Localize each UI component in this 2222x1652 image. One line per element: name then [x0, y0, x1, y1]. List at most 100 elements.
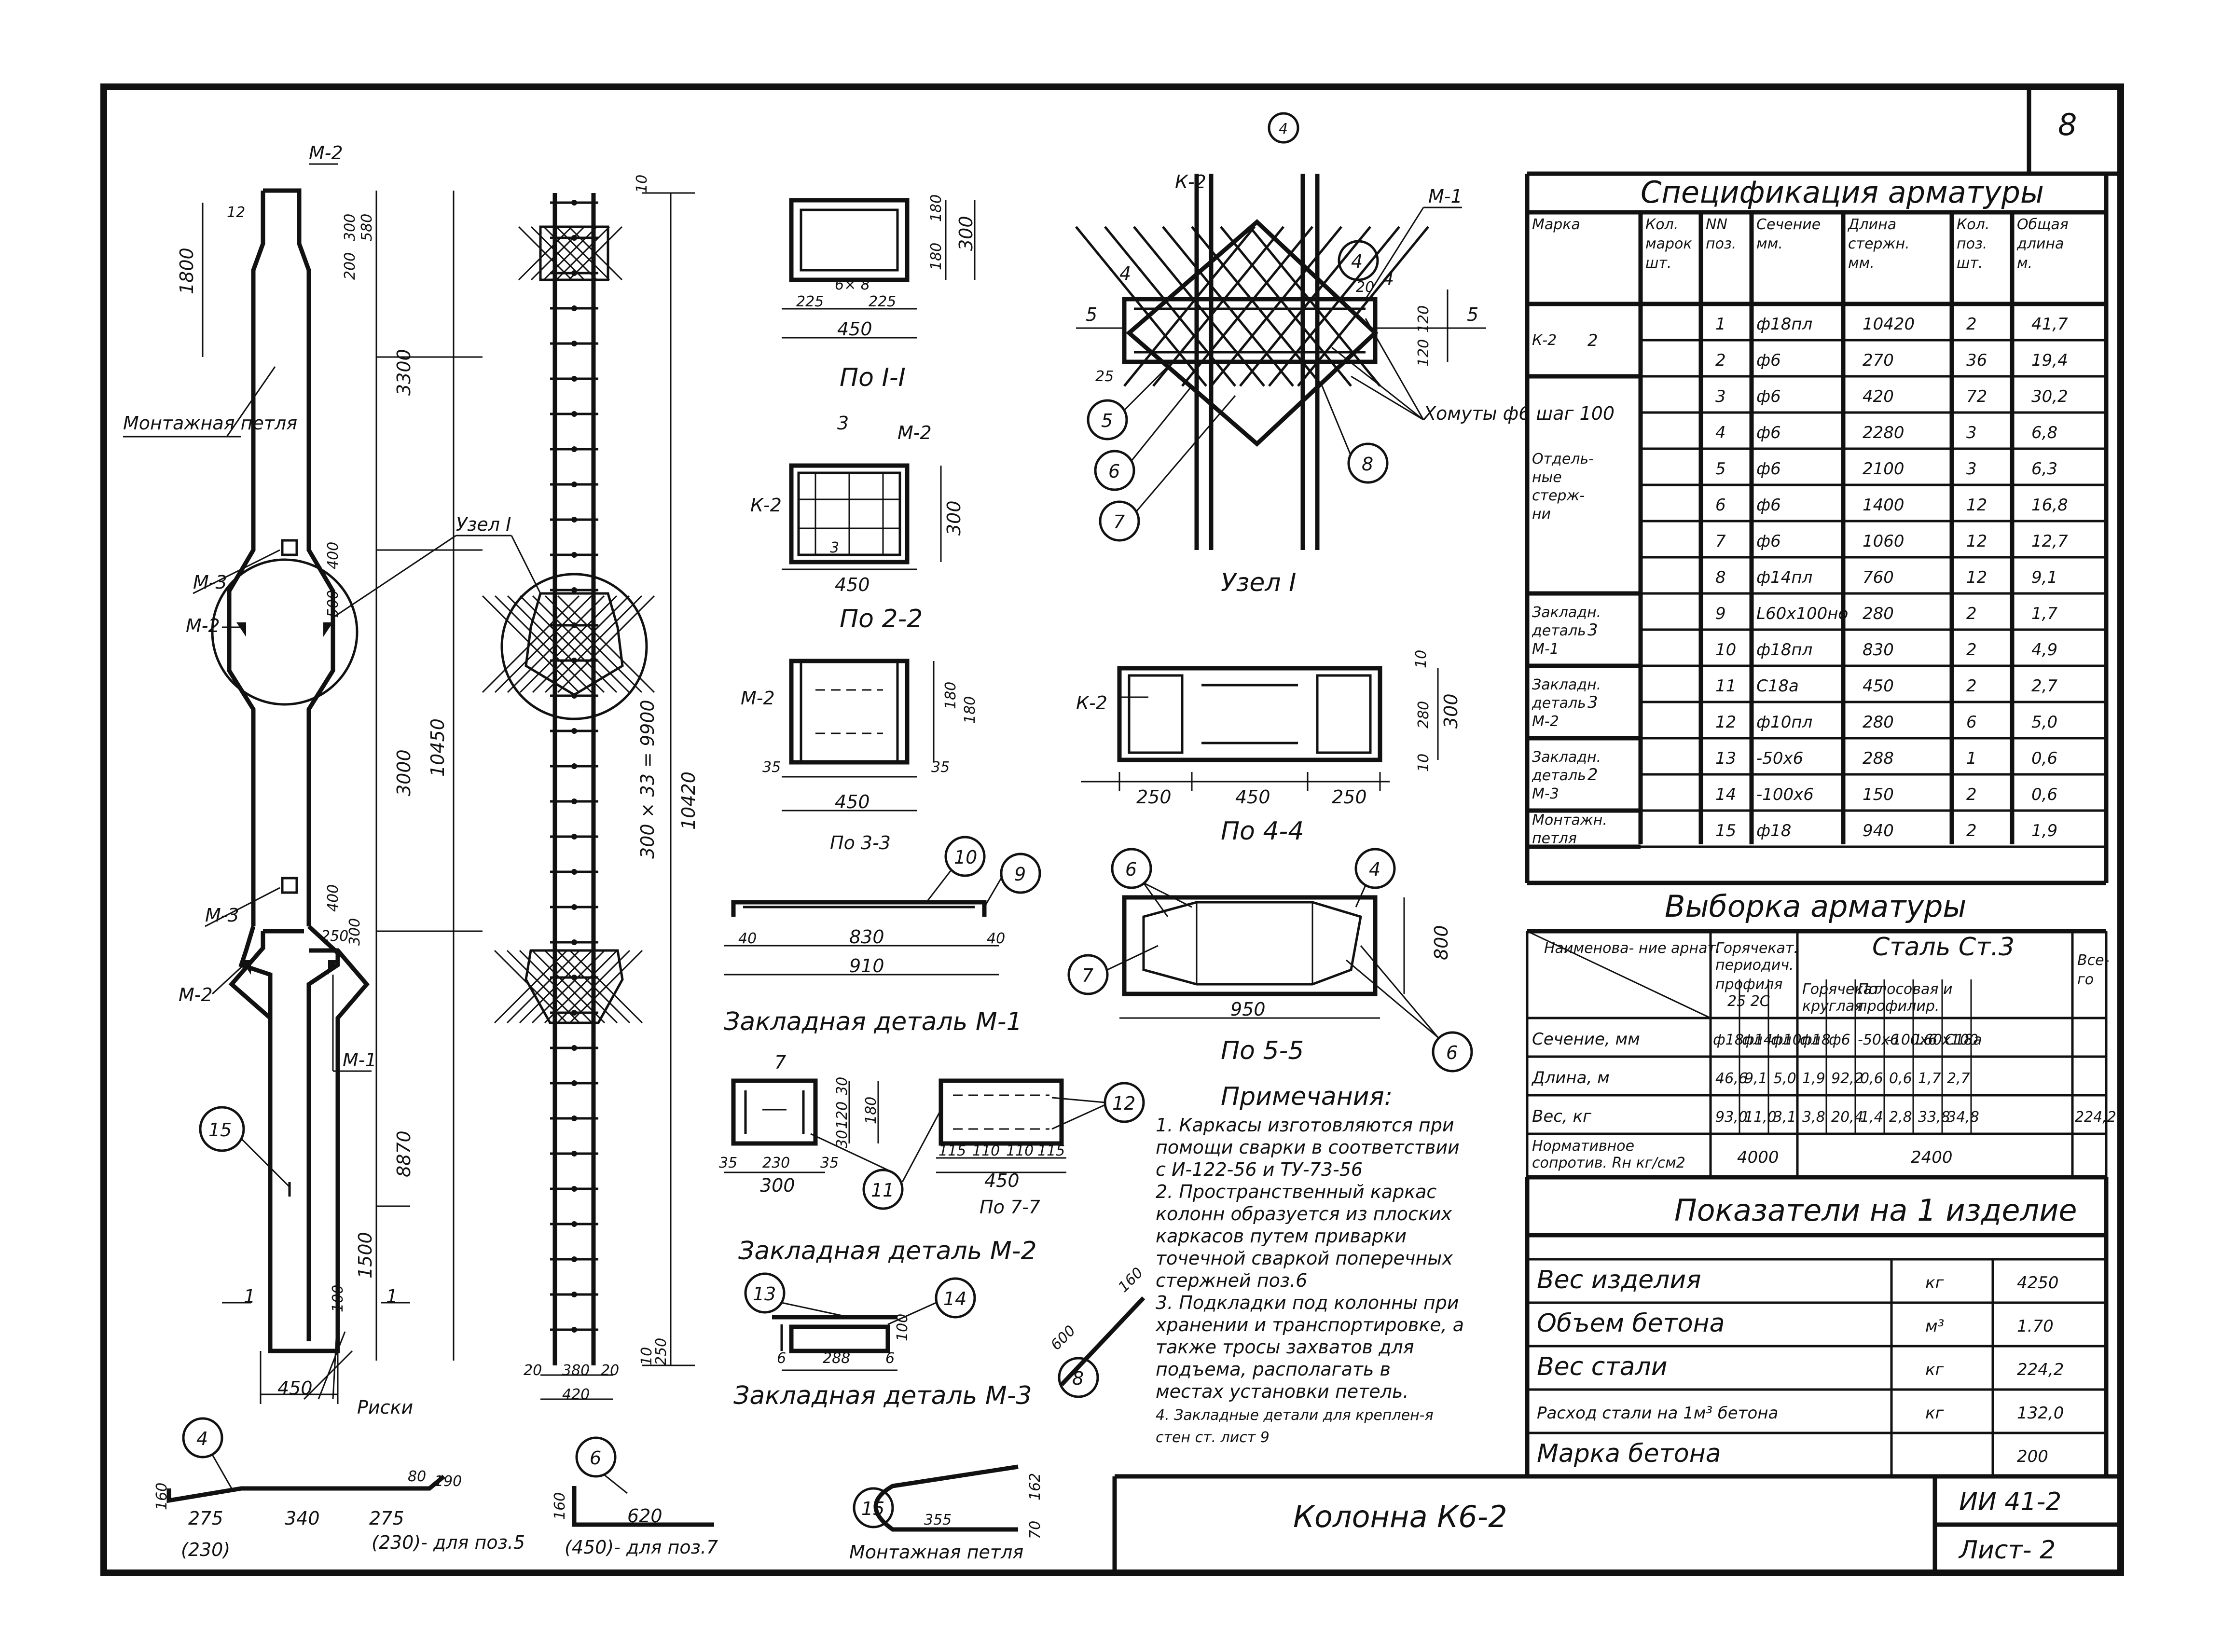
s33-h2: 180	[962, 696, 979, 724]
cage-dim-bottom2: 10	[638, 1347, 655, 1365]
m2-h1: 30	[834, 1077, 851, 1095]
m3-w: 288	[823, 1350, 850, 1367]
spec-bar-count: 36	[1966, 351, 1987, 370]
indicator-unit: м³	[1925, 1317, 1944, 1336]
spec-section: -100х6	[1756, 785, 1814, 804]
spec-total-length: 16,8	[2031, 496, 2068, 515]
bar8-num: 8	[1072, 1368, 1084, 1389]
sel-row-section: Сечение, мм	[1532, 1030, 1640, 1049]
sel-size: L60х100	[1916, 1032, 1978, 1048]
node-lattice	[1075, 219, 1429, 447]
bar4-d1: 275	[188, 1508, 223, 1529]
s11-htotal: 300	[955, 216, 977, 251]
s77-c12: 12	[1112, 1093, 1135, 1114]
reinforcement-cage: 10 300 × 33 = 9900 10420 250 10 20 380 2…	[482, 175, 699, 1403]
spec-bar-length: 760	[1863, 568, 1894, 587]
indicators-title: Показатели на 1 изделие	[1674, 1193, 2077, 1228]
spec-bar-count: 3	[1966, 423, 1977, 442]
s11-h1: 180	[928, 194, 945, 222]
m2-w2: 230	[762, 1155, 790, 1171]
s44-left: 250	[1136, 786, 1172, 808]
sel-weight: 34,8	[1947, 1109, 1979, 1126]
dim-10450: 10450	[427, 718, 448, 777]
dim-12: 12	[227, 204, 245, 221]
s11-h2: 180	[928, 243, 945, 270]
node-c6: 6	[1108, 461, 1120, 482]
bar8-d1: 600	[1048, 1322, 1079, 1353]
spec-h-qty-line: Кол.	[1645, 216, 1678, 233]
note-line: хранении и транспортировке, а	[1155, 1314, 1464, 1335]
selection-table: Выборка арматуры Наименова- ние арнат.Го…	[1526, 881, 2116, 1179]
spec-bar-length: 2100	[1863, 459, 1905, 479]
section-3-3: М-2 35 35 450 180 180 По 3-3	[741, 659, 979, 854]
sel-h-round: Горячекат	[1802, 981, 1881, 998]
s77-d2: 110	[972, 1143, 1000, 1159]
spec-section: ф18	[1756, 821, 1791, 840]
sel-weight: 11,0	[1744, 1109, 1777, 1126]
spec-group-mark: Закладн.	[1532, 749, 1601, 766]
indicator-value: 200	[2017, 1447, 2048, 1466]
note-line: 4. Закладные детали для креплен-я	[1156, 1407, 1434, 1424]
section-mark-right: 1	[386, 1286, 398, 1307]
sel-weight: 1,4	[1860, 1109, 1883, 1126]
note-line: колонн образуется из плоских	[1156, 1203, 1452, 1225]
sel-weight: 3,1	[1773, 1109, 1796, 1126]
s44-bot: 10	[1415, 754, 1432, 772]
spec-total-length: 2,7	[2031, 676, 2057, 696]
sel-length: 46,6	[1715, 1070, 1748, 1087]
sel-size: -50х6	[1858, 1032, 1899, 1048]
dim-100: 100	[330, 1285, 346, 1312]
m1-w-left: 40	[738, 930, 757, 947]
sel-h-hot: Горячекат.	[1715, 940, 1798, 957]
node-k2: К-2	[1175, 171, 1206, 193]
spec-pos: 12	[1715, 713, 1736, 732]
spec-bar-length: 940	[1863, 821, 1894, 840]
spec-section: ф10пл	[1756, 713, 1812, 732]
dim-400-a: 400	[325, 542, 342, 569]
bar-shape-6: 6 620 160 (450)- для поз.7	[552, 1436, 718, 1558]
spec-bar-count: 72	[1966, 387, 1987, 406]
m2-title: Закладная деталь М-2	[738, 1237, 1037, 1266]
sel-length: 0,6	[1860, 1070, 1883, 1087]
sel-length: 1,7	[1918, 1070, 1941, 1087]
indicator-value: 1.70	[2017, 1317, 2054, 1336]
sel-size: С18а	[1945, 1032, 1982, 1048]
drawing-code: ИИ 41-2	[1959, 1487, 2061, 1516]
spec-bar-count: 2	[1966, 640, 1977, 660]
sel-h-round: круглая	[1802, 998, 1863, 1015]
spec-group-mark: Монтажн.	[1532, 812, 1607, 829]
node-c8: 8	[1362, 454, 1373, 475]
mark-m1: М-1	[343, 1049, 377, 1071]
m3-right: 6	[885, 1350, 895, 1367]
spec-group-mark: Закладн.	[1532, 676, 1601, 693]
spec-group-mark: деталь	[1532, 622, 1586, 639]
s77-d3: 110	[1006, 1143, 1034, 1159]
spec-pos: 4	[1715, 423, 1726, 442]
spec-group-qty: 2	[1587, 331, 1598, 350]
node-dim-120b: 120	[1415, 339, 1432, 367]
s44-mid: 450	[1235, 786, 1270, 808]
spec-pos: 6	[1715, 496, 1726, 515]
bar4-h-right: 190	[434, 1473, 462, 1490]
mark-m3-lower: М-3	[205, 905, 239, 926]
spec-total-length: 0,6	[2031, 785, 2057, 804]
spec-group-mark: деталь	[1532, 695, 1586, 712]
spec-pos: 14	[1715, 785, 1736, 804]
node-i: 4 Узел I К-2 М-1 Хомуты ф6 шаг 100 4 5 6…	[1075, 112, 1615, 597]
indicator-value: 132,0	[2017, 1404, 2064, 1423]
m1-c10: 10	[954, 847, 977, 868]
spec-bar-length: 2280	[1863, 423, 1905, 442]
spec-bar-length: 10420	[1863, 315, 1915, 334]
node-stirrups: Хомуты ф6 шаг 100	[1422, 403, 1615, 424]
s55-c7: 7	[1082, 965, 1093, 986]
mark-m3-upper: М-3	[193, 572, 227, 593]
s44-label: По 4-4	[1221, 817, 1304, 846]
s33-w: 450	[835, 791, 870, 812]
spec-group-mark: стерж-	[1532, 487, 1585, 504]
s55-label: По 5-5	[1221, 1036, 1304, 1065]
spec-pos: 13	[1715, 749, 1736, 768]
spec-pos: 11	[1715, 676, 1736, 696]
indicator-unit: кг	[1925, 1360, 1945, 1379]
sheet-number: 8	[2058, 107, 2077, 142]
